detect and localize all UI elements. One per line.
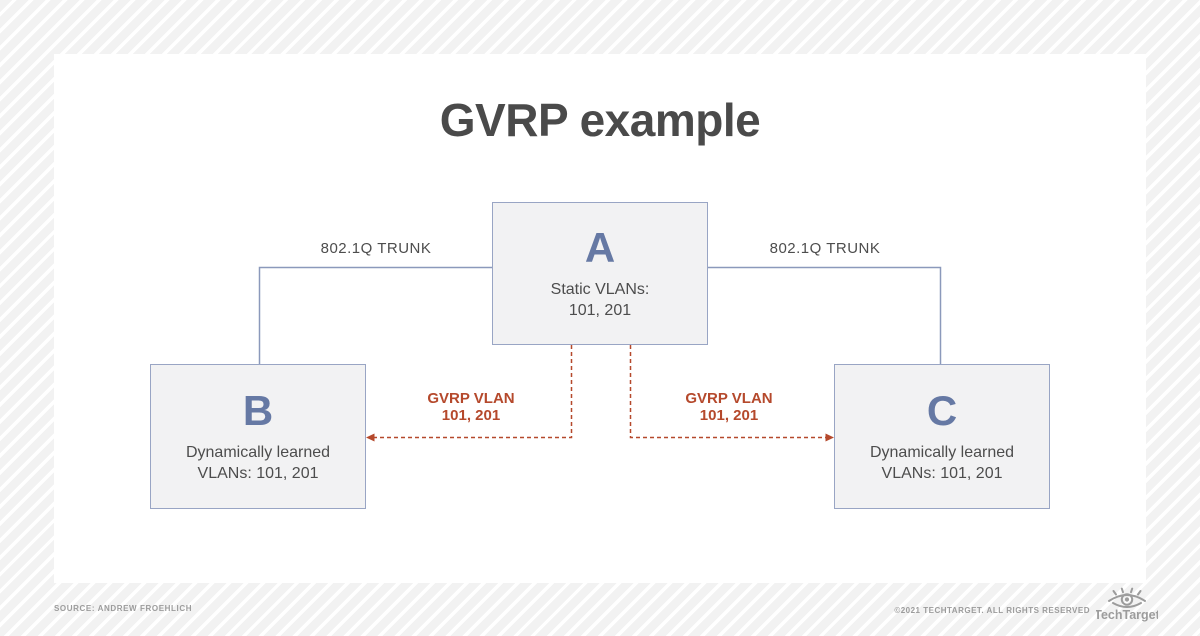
trunk-label-left: 802.1Q TRUNK xyxy=(320,240,432,257)
eye-icon xyxy=(1108,587,1146,608)
techtarget-logo: TechTarget xyxy=(1096,587,1158,622)
switch-node-c: C Dynamically learned VLANs: 101, 201 xyxy=(834,364,1050,509)
switch-c-description: Dynamically learned VLANs: 101, 201 xyxy=(869,443,1015,482)
source-credit: SOURCE: ANDREW FROEHLICH xyxy=(54,604,193,613)
switch-b-letter: B xyxy=(242,386,274,434)
switch-a-description: Static VLANs: 101, 201 xyxy=(550,280,650,319)
gvrp-label-left: GVRP VLAN 101, 201 xyxy=(427,390,515,424)
switch-node-b: B Dynamically learned VLANs: 101, 201 xyxy=(150,364,366,509)
copyright-notice: ©2021 TECHTARGET. ALL RIGHTS RESERVED xyxy=(894,606,1090,615)
switch-c-letter: C xyxy=(926,386,958,434)
trunk-label-right: 802.1Q TRUNK xyxy=(769,240,881,257)
switch-b-description: Dynamically learned VLANs: 101, 201 xyxy=(185,443,331,482)
diagram-title: GVRP example xyxy=(439,94,761,146)
gvrp-label-right: GVRP VLAN 101, 201 xyxy=(685,390,773,424)
techtarget-wordmark: TechTarget xyxy=(1096,608,1158,622)
switch-node-a: A Static VLANs: 101, 201 xyxy=(492,202,708,345)
switch-a-letter: A xyxy=(584,223,616,271)
